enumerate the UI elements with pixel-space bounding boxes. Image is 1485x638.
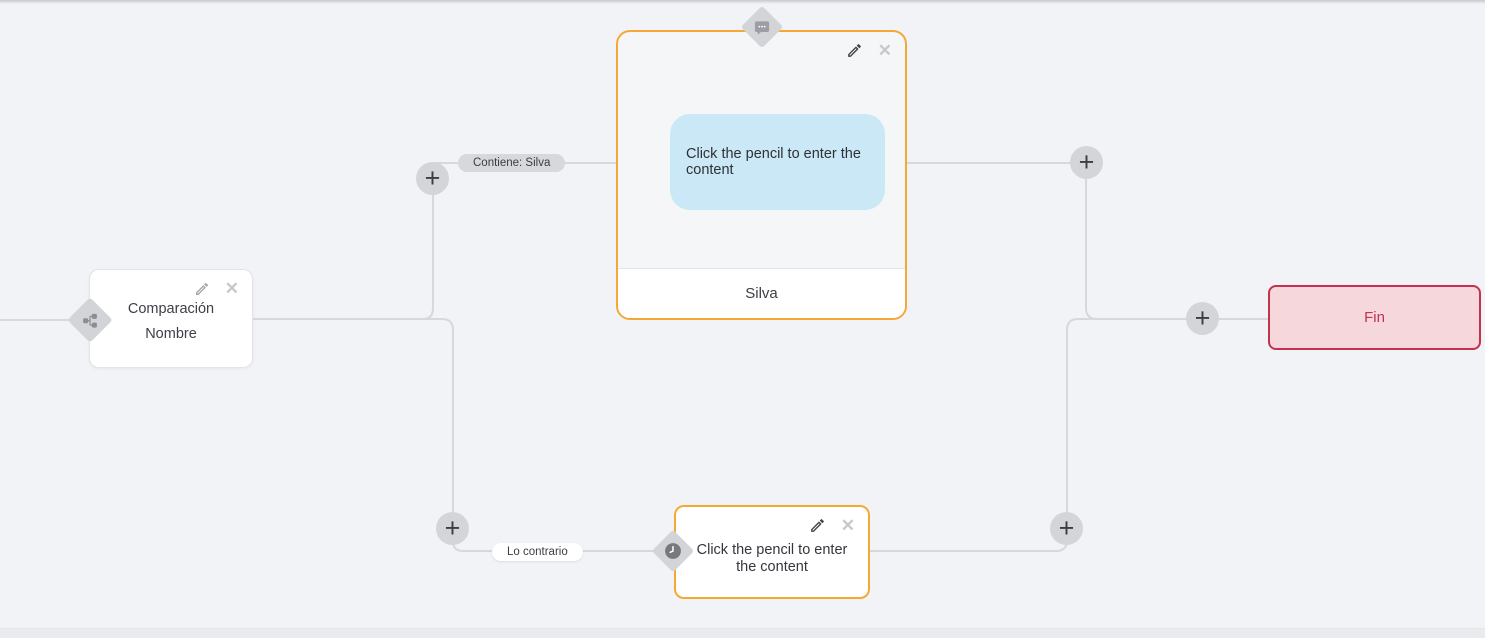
- close-icon[interactable]: ✕: [224, 279, 239, 298]
- add-step-button-contains-branch[interactable]: +: [416, 162, 449, 195]
- message-node-name: Silva: [618, 268, 905, 318]
- close-icon[interactable]: ✕: [840, 516, 855, 535]
- message-node[interactable]: ✕ Click the pencil to enter the content …: [616, 30, 907, 320]
- edge-to-end: [1085, 162, 1269, 320]
- edge-label-contains: Contiene: Silva: [458, 154, 566, 172]
- action-node[interactable]: ✕ Click the pencil to enter the content: [674, 505, 870, 599]
- edge-contains-up: [422, 178, 434, 320]
- message-node-badge: [740, 5, 784, 49]
- edge-action-out: [867, 318, 1101, 552]
- end-node-label: Fin: [1364, 309, 1385, 326]
- edge-label-otherwise: Lo contrario: [492, 543, 583, 561]
- chat-bubble-icon: [754, 19, 771, 36]
- edit-pencil-icon[interactable]: [809, 517, 826, 534]
- message-content-bubble: Click the pencil to enter the content: [670, 114, 885, 210]
- edit-pencil-icon[interactable]: [194, 281, 210, 297]
- branch-icon: [83, 313, 98, 328]
- action-content-placeholder: Click the pencil to enter the content: [696, 542, 848, 575]
- comparison-node-title: Comparación: [127, 301, 215, 317]
- clock-icon: [663, 541, 683, 561]
- edit-pencil-icon[interactable]: [846, 42, 863, 59]
- condition-node-badge: [67, 297, 113, 343]
- comparison-node[interactable]: ✕ Comparación Nombre: [89, 269, 253, 368]
- action-node-badge: [651, 529, 695, 573]
- edge-otherwise: [252, 318, 675, 552]
- add-step-button-message-out[interactable]: +: [1070, 146, 1103, 179]
- close-icon[interactable]: ✕: [877, 41, 892, 60]
- add-step-button-action-out[interactable]: +: [1050, 512, 1083, 545]
- add-step-button-end-in[interactable]: +: [1186, 302, 1219, 335]
- end-node[interactable]: Fin: [1268, 285, 1481, 350]
- add-step-button-otherwise-branch[interactable]: +: [436, 512, 469, 545]
- comparison-node-subtitle: Nombre: [145, 326, 197, 342]
